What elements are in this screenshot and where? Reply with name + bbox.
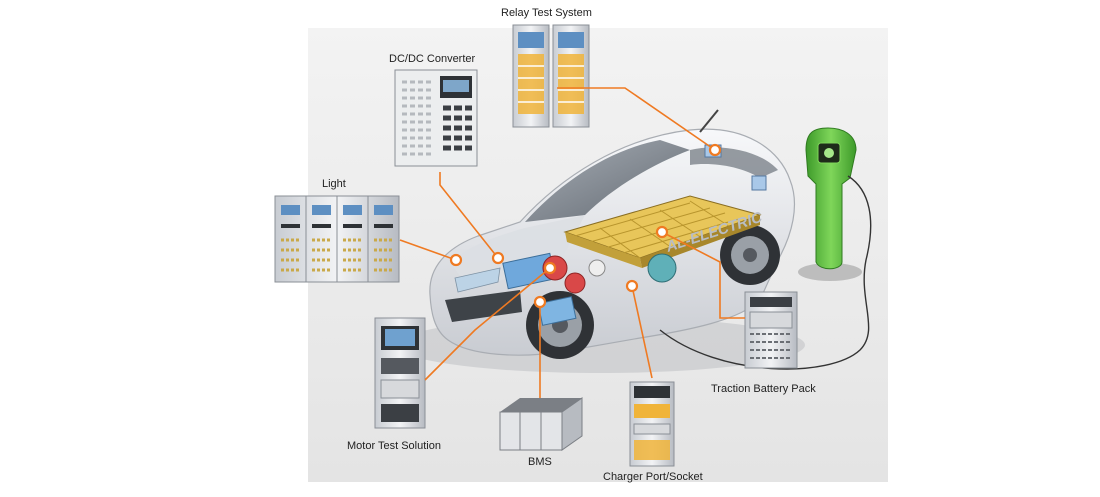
dot-motor bbox=[543, 261, 557, 275]
charging-cable bbox=[659, 175, 872, 370]
traction-battery-pack-image bbox=[744, 291, 798, 369]
bms-image bbox=[499, 397, 583, 451]
connector-light bbox=[399, 239, 457, 261]
label-traction-battery-pack: Traction Battery Pack bbox=[711, 383, 816, 395]
dot-charger bbox=[625, 279, 639, 293]
dot-light bbox=[449, 253, 463, 267]
dot-relay bbox=[708, 143, 722, 157]
connector-dcdc bbox=[439, 172, 499, 259]
motor-test-solution-image bbox=[374, 317, 426, 429]
dot-bms bbox=[533, 295, 547, 309]
connector-traction bbox=[661, 231, 745, 319]
connectors bbox=[399, 87, 745, 398]
connector-motor bbox=[424, 267, 551, 381]
label-motor-test-solution: Motor Test Solution bbox=[347, 440, 441, 452]
dcdc-converter-image bbox=[394, 69, 478, 167]
relay-test-system-image bbox=[512, 24, 590, 128]
charger-port-image bbox=[629, 381, 675, 467]
electric-car: AL-ELECTRIC bbox=[395, 109, 805, 373]
charging-station bbox=[659, 127, 872, 370]
connector-relay bbox=[557, 87, 716, 151]
label-light: Light bbox=[322, 178, 346, 190]
label-charger-port: Charger Port/Socket bbox=[603, 471, 703, 483]
label-relay-test-system: Relay Test System bbox=[501, 7, 592, 19]
light-equipment-image bbox=[274, 195, 400, 283]
label-bms: BMS bbox=[528, 456, 552, 468]
connector-charger bbox=[631, 285, 653, 379]
dot-dcdc bbox=[491, 251, 505, 265]
rear-wheel bbox=[720, 225, 780, 285]
dot-traction bbox=[655, 225, 669, 239]
label-dcdc-converter: DC/DC Converter bbox=[389, 53, 476, 65]
